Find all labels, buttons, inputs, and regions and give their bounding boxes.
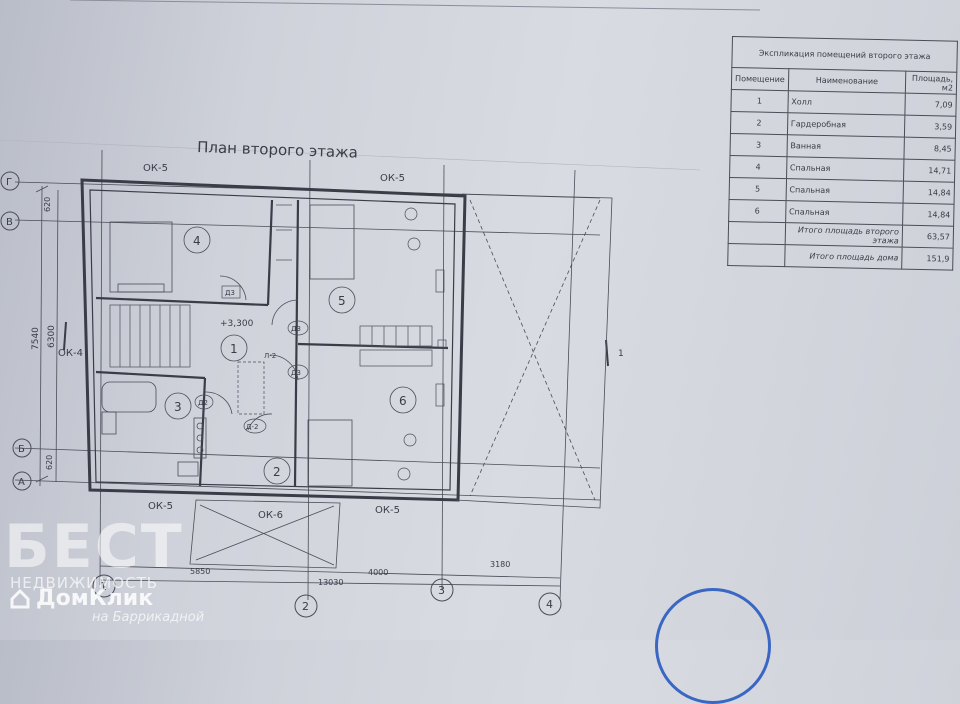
cell-area: 14,84 bbox=[902, 203, 955, 227]
window-ok4: ОК-4 bbox=[58, 348, 83, 359]
axis-1: 1 bbox=[100, 580, 107, 593]
table-row-total-house: Итого площадь дома 151,9 bbox=[727, 243, 954, 271]
section-mark-right: 1 bbox=[618, 349, 624, 359]
axis-markers-left: Г В Б А bbox=[0, 171, 32, 491]
floor-plan-drawing: План второго этажа Г В Б А 1 2 3 4 bbox=[0, 0, 761, 618]
dim-4000: 4000 bbox=[368, 568, 388, 577]
door-d3-a: Д3 bbox=[225, 289, 235, 297]
axis-3: 3 bbox=[438, 584, 445, 597]
bathtub bbox=[101, 381, 157, 413]
dim-7540: 7540 bbox=[31, 327, 41, 350]
cell-name: Ванная bbox=[786, 134, 905, 160]
axis-2: 2 bbox=[302, 600, 309, 613]
watermark-branch: на Баррикадной bbox=[92, 610, 205, 625]
bed-room-4 bbox=[109, 221, 173, 293]
cell-empty bbox=[727, 243, 785, 267]
cell-room: 2 bbox=[730, 111, 788, 135]
axis-markers-bottom: 1 2 3 4 bbox=[92, 574, 562, 618]
dim-620-top: 620 bbox=[43, 197, 52, 212]
roof-outline bbox=[189, 193, 613, 569]
bed-room-5 bbox=[309, 204, 355, 280]
cell-area: 14,84 bbox=[903, 181, 955, 205]
dim-620-bottom: 620 bbox=[45, 455, 54, 470]
window-ok5-bottom-left: ОК-5 bbox=[148, 501, 173, 512]
room-number-3: 3 bbox=[174, 400, 182, 414]
total-house-label: Итого площадь дома bbox=[784, 244, 903, 270]
room-numbers: 4 5 1 3 6 2 bbox=[164, 226, 417, 485]
plan-title: План второго этажа bbox=[197, 138, 358, 162]
window-ok5-bottom-right: ОК-5 bbox=[375, 505, 400, 516]
total-house-value: 151,9 bbox=[901, 247, 954, 271]
cell-name: Спальная bbox=[785, 200, 904, 226]
door-d2-b: Д-2 bbox=[246, 423, 258, 431]
cell-room: 3 bbox=[729, 133, 788, 157]
cell-name: Холл bbox=[787, 90, 906, 116]
bed-room-6 bbox=[307, 419, 353, 487]
cell-area: 3,59 bbox=[904, 115, 956, 139]
room-number-4: 4 bbox=[193, 234, 201, 248]
house-icon bbox=[10, 588, 30, 609]
dim-13030: 13030 bbox=[318, 578, 343, 587]
room-number-6: 6 bbox=[399, 394, 407, 408]
cell-room: 6 bbox=[728, 199, 786, 223]
watermark-brand-text: ДомКлик bbox=[36, 586, 154, 611]
window-labels: ОК-5 ОК-5 ОК-4 ОК-5 ОК-6 ОК-5 bbox=[58, 163, 405, 521]
staircase bbox=[109, 304, 191, 368]
room-number-1: 1 bbox=[230, 342, 238, 356]
room-number-5: 5 bbox=[338, 294, 346, 308]
cell-name: Спальная bbox=[786, 156, 904, 182]
dim-5850: 5850 bbox=[190, 567, 210, 576]
watermark-best: БЕСТ bbox=[4, 512, 184, 582]
door-d2-a: Д2 bbox=[198, 399, 208, 407]
total-floor-value: 63,57 bbox=[902, 225, 954, 249]
room-explication-table: Экспликация помещений второго этажа Поме… bbox=[727, 36, 960, 271]
axis-a: А bbox=[18, 477, 25, 488]
window-ok5-top-left: ОК-5 bbox=[143, 163, 168, 174]
window-ok6: ОК-6 bbox=[258, 510, 283, 521]
dim-3180: 3180 bbox=[490, 560, 510, 569]
axis-b: Б bbox=[18, 444, 25, 455]
axis-g: Г bbox=[6, 177, 12, 188]
window-ok5-top-right: ОК-5 bbox=[380, 173, 405, 184]
blue-stamp bbox=[655, 588, 771, 704]
header-room: Помещение bbox=[731, 67, 789, 91]
door-tags: Д3 Д3 Д3 Д2 Д-2 Л-2 bbox=[194, 285, 309, 434]
header-area: Площадь, м2 bbox=[905, 71, 957, 95]
cell-name: Гардеробная bbox=[787, 112, 905, 138]
cell-area: 8,45 bbox=[903, 137, 956, 161]
table-caption: Экспликация помещений второго этажа bbox=[731, 36, 958, 73]
watermark-domclick: ДомКлик bbox=[10, 586, 153, 611]
cell-name: Спальная bbox=[785, 178, 904, 204]
door-d3-b: Д3 bbox=[291, 325, 301, 333]
room-number-2: 2 bbox=[273, 465, 281, 479]
cell-area: 14,71 bbox=[903, 159, 955, 183]
cell-room: 4 bbox=[729, 155, 787, 179]
cell-room: 5 bbox=[729, 177, 787, 201]
level-mark: +3,300 bbox=[220, 319, 254, 329]
axis-v: В bbox=[6, 217, 13, 228]
cell-empty bbox=[728, 221, 786, 245]
header-name: Наименование bbox=[788, 68, 906, 94]
cell-room: 1 bbox=[730, 89, 789, 113]
ladder-l2: Л-2 bbox=[264, 352, 276, 360]
cell-area: 7,09 bbox=[904, 93, 957, 117]
axis-4: 4 bbox=[546, 598, 553, 611]
door-d3-c: Д3 bbox=[291, 369, 301, 377]
watermark-subtitle: НЕДВИЖИМОСТЬ bbox=[10, 574, 159, 592]
total-floor-label: Итого площадь второго этажа bbox=[784, 222, 903, 248]
dim-6300: 6300 bbox=[47, 325, 57, 348]
